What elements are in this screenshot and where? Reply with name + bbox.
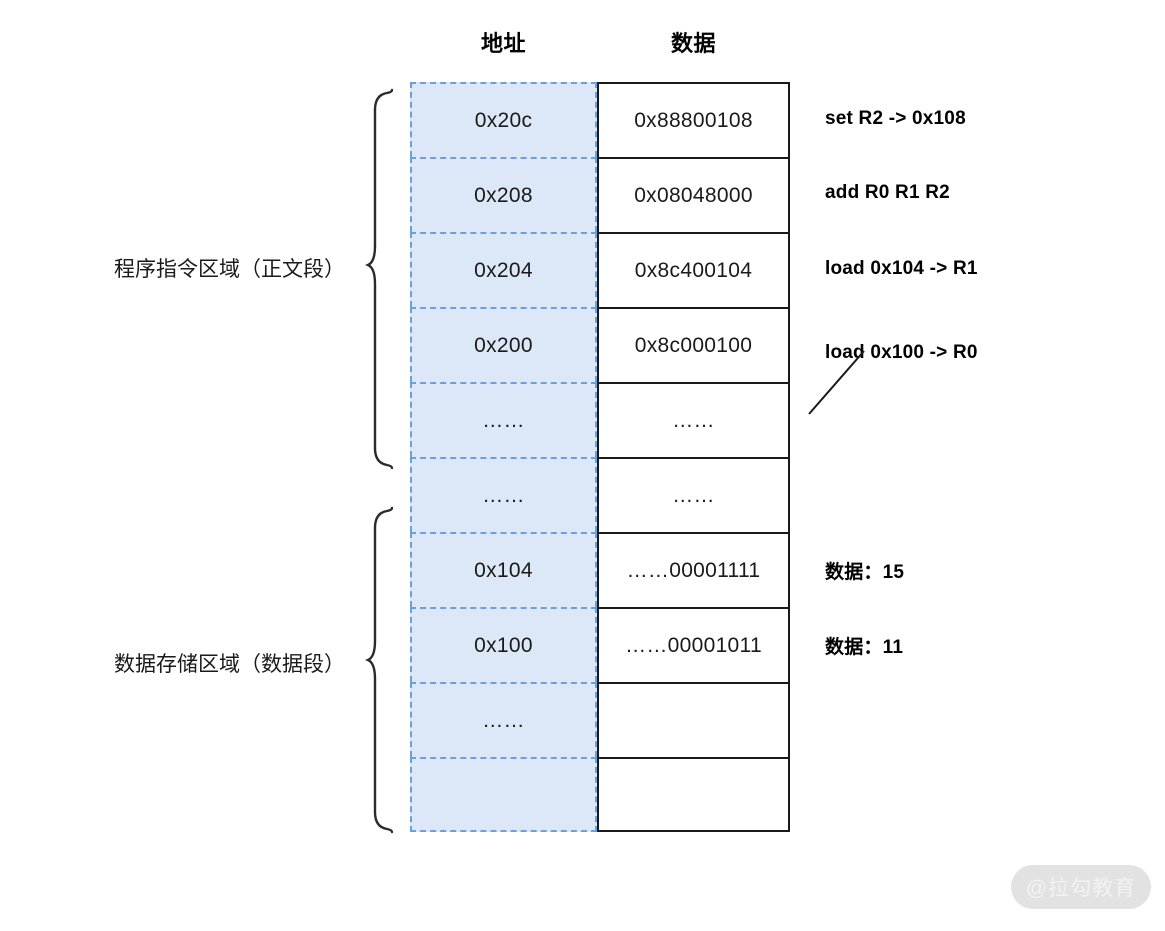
annotation-instruction-set-r2: set R2 -> 0x108 [825, 108, 966, 129]
column-header-data: 数据 [670, 31, 716, 56]
address-cell: …… [410, 457, 597, 532]
memory-table: 0x20c 0x88800108 0x208 0x08048000 0x204 … [410, 82, 790, 832]
address-cell: 0x204 [410, 232, 597, 307]
address-cell: 0x208 [410, 157, 597, 232]
table-row [410, 757, 790, 832]
data-cell: …… [597, 457, 790, 532]
column-header-address: 地址 [480, 31, 526, 56]
table-row: 0x20c 0x88800108 [410, 82, 790, 157]
table-row: 0x204 0x8c400104 [410, 232, 790, 307]
data-cell [597, 757, 790, 832]
address-cell: 0x200 [410, 307, 597, 382]
table-row: …… …… [410, 457, 790, 532]
table-row: 0x104 ……00001111 [410, 532, 790, 607]
watermark: @拉勾教育 [1011, 865, 1151, 909]
table-row: …… [410, 682, 790, 757]
table-row: …… …… [410, 382, 790, 457]
address-cell: 0x100 [410, 607, 597, 682]
brace-data-segment [364, 506, 394, 834]
annotation-data-15: 数据：15 [825, 562, 905, 583]
annotation-data-11: 数据：11 [825, 637, 904, 658]
brace-text-segment [364, 88, 394, 470]
data-cell: ……00001011 [597, 607, 790, 682]
table-row: 0x208 0x08048000 [410, 157, 790, 232]
data-cell: 0x8c000100 [597, 307, 790, 382]
data-cell: 0x8c400104 [597, 232, 790, 307]
table-row: 0x100 ……00001011 [410, 607, 790, 682]
section-label-data-segment: 数据存储区域（数据段） [114, 653, 345, 676]
data-cell: ……00001111 [597, 532, 790, 607]
data-cell: …… [597, 382, 790, 457]
section-label-text-segment: 程序指令区域（正文段） [114, 258, 345, 281]
data-cell: 0x08048000 [597, 157, 790, 232]
annotation-instruction-load-r1: load 0x104 -> R1 [825, 258, 978, 279]
address-cell: …… [410, 382, 597, 457]
address-cell: 0x20c [410, 82, 597, 157]
address-cell: 0x104 [410, 532, 597, 607]
data-cell [597, 682, 790, 757]
annotation-instruction-load-r0: load 0x100 -> R0 [825, 342, 978, 363]
annotation-instruction-add: add R0 R1 R2 [825, 182, 950, 203]
address-cell: …… [410, 682, 597, 757]
table-row: 0x200 0x8c000100 [410, 307, 790, 382]
address-cell [410, 757, 597, 832]
data-cell: 0x88800108 [597, 82, 790, 157]
